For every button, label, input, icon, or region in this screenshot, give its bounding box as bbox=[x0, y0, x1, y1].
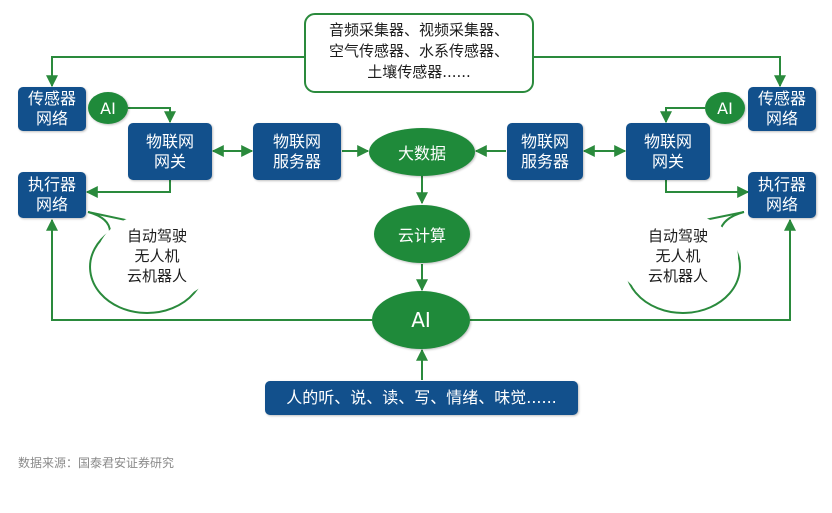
source-note: 数据来源：国泰君安证券研究 bbox=[18, 456, 175, 470]
right-ai-to-gateway-line bbox=[660, 107, 705, 124]
ai-node: AI bbox=[372, 291, 470, 349]
ai-to-right-actuator-line bbox=[470, 218, 796, 321]
left-iot-server: 物联网 服务器 bbox=[253, 123, 341, 180]
right-ai-badge: AI bbox=[705, 92, 745, 124]
left-gateway-to-actuator-line bbox=[85, 180, 171, 198]
ai-to-left-actuator-line bbox=[46, 218, 372, 321]
left-ai-to-gateway-line bbox=[128, 107, 176, 124]
cloud-computing-node: 云计算 bbox=[374, 205, 470, 263]
right-bubble-text: 自动驾驶 无人机 云机器人 bbox=[647, 227, 708, 285]
top-callout-text: 音频采集器、视频采集器、 空气传感器、水系传感器、 土壤传感器...... bbox=[328, 21, 509, 81]
left-bubble-text: 自动驾驶 无人机 云机器人 bbox=[126, 227, 187, 285]
callout-to-right-sensor-line bbox=[533, 56, 786, 88]
left-sensor-network: 传感器 网络 bbox=[18, 87, 86, 131]
callout-to-left-sensor-line bbox=[46, 56, 305, 88]
right-iot-server: 物联网 服务器 bbox=[507, 123, 583, 180]
left-ai-badge: AI bbox=[88, 92, 128, 124]
left-iot-gateway: 物联网 网关 bbox=[128, 123, 212, 180]
big-data-node: 大数据 bbox=[369, 128, 475, 176]
left-actuator-network: 执行器 网络 bbox=[18, 172, 86, 218]
right-actuator-network: 执行器 网络 bbox=[748, 172, 816, 218]
top-callout-box bbox=[304, 13, 534, 93]
right-sensor-network: 传感器 网络 bbox=[748, 87, 816, 131]
human-input-box: 人的听、说、读、写、情绪、味觉...... bbox=[265, 381, 578, 415]
right-iot-gateway: 物联网 网关 bbox=[626, 123, 710, 180]
right-gateway-to-actuator-line bbox=[665, 180, 750, 198]
